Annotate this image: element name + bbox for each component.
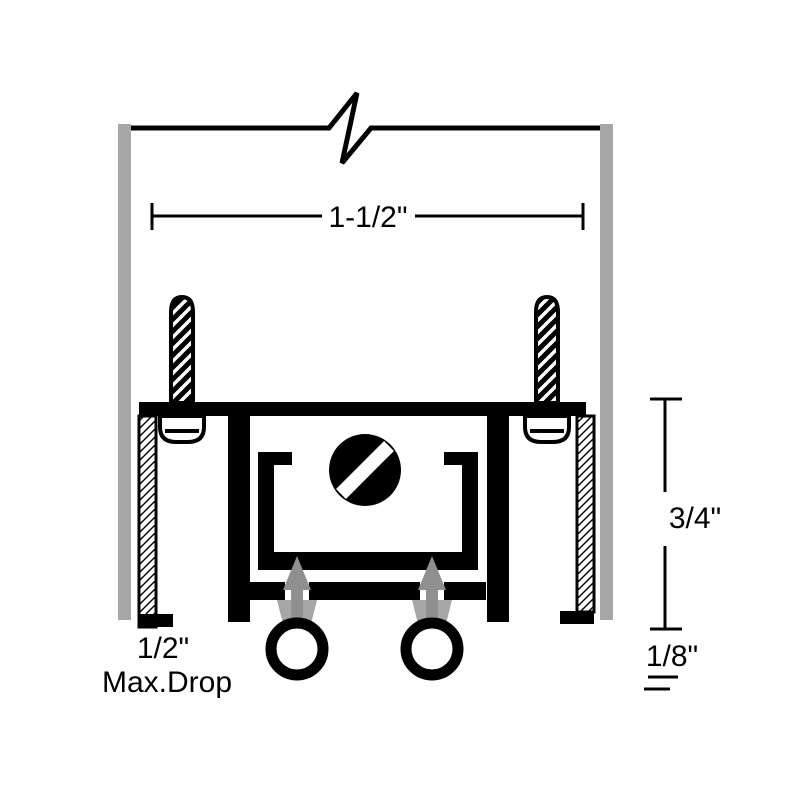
gap-dimension-label: 1/8" xyxy=(646,640,698,673)
housing-wall-right xyxy=(487,416,509,622)
height-dimension-label: 3/4" xyxy=(669,502,721,535)
screw-left-shaft xyxy=(169,294,195,405)
gasket-right xyxy=(400,556,464,681)
width-dimension: 1-1/2" xyxy=(150,201,585,234)
gasket-right-ring xyxy=(400,617,464,681)
up-arrow-icon xyxy=(283,556,311,622)
height-dimension: 3/4" xyxy=(650,397,721,631)
screw-right-shaft xyxy=(534,294,560,405)
max-drop-label: Max.Drop xyxy=(102,666,232,699)
width-dimension-label: 1-1/2" xyxy=(328,201,407,234)
gasket-left xyxy=(265,556,329,681)
up-arrow-icon xyxy=(418,556,446,622)
housing-wall-left xyxy=(228,416,250,622)
gasket-left-ring xyxy=(265,617,329,681)
frame-flange-right xyxy=(560,414,596,624)
screw-left xyxy=(158,294,206,444)
door-edge-right xyxy=(600,124,613,620)
max-drop-value: 1/2" xyxy=(137,632,189,665)
gap-dimension: 1/8" xyxy=(644,640,698,691)
drop-carrier xyxy=(258,452,478,570)
door-edge-left xyxy=(118,124,131,620)
mounting-plate xyxy=(139,402,586,416)
screw-right xyxy=(523,294,571,444)
max-drop-annotation: 1/2" Max.Drop xyxy=(102,632,232,699)
cam-disc xyxy=(329,434,401,506)
frame-flange-left xyxy=(137,414,173,629)
door-bottom-break-line xyxy=(131,91,600,165)
